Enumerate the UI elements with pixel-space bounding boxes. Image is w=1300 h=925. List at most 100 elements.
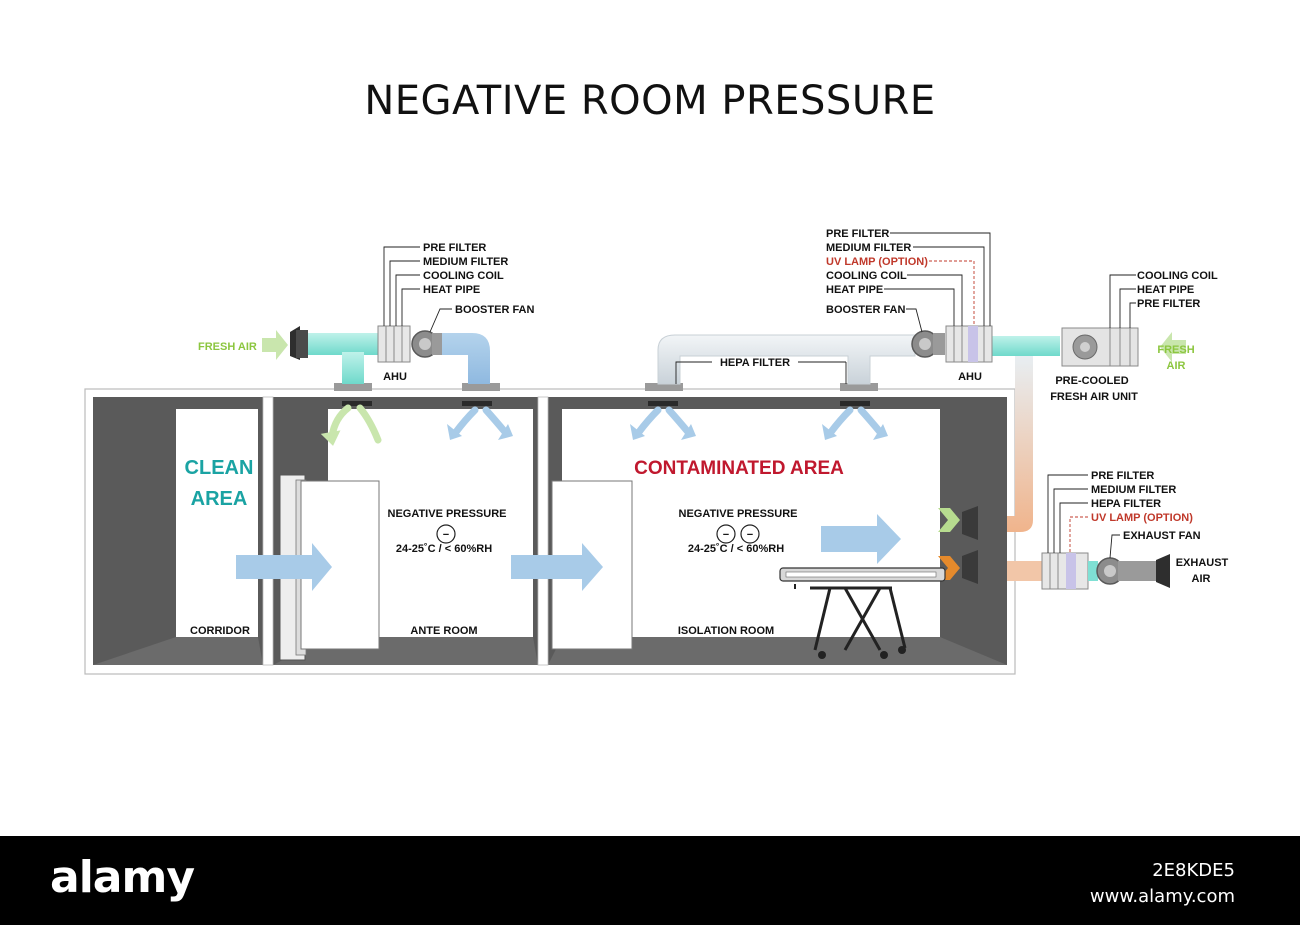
supply-arrow-ante-right <box>482 406 509 436</box>
exhaust-label-medium-filter: MEDIUM FILTER <box>1091 484 1176 496</box>
alamy-logo: alamy <box>50 852 195 903</box>
hepa-filter-label: HEPA FILTER <box>720 357 790 369</box>
fresh-air-label-right-2: AIR <box>1167 360 1186 372</box>
partition-wall-1 <box>262 396 274 666</box>
supply-arrow-iso2-right <box>857 406 884 436</box>
grille-2 <box>462 401 492 406</box>
contaminated-area-label: CONTAMINATED AREA <box>634 458 844 479</box>
diffuser-1 <box>334 383 372 391</box>
supply-arrow-iso2-left <box>827 406 854 436</box>
page-title: NEGATIVE ROOM PRESSURE <box>364 78 936 124</box>
patient-stretcher <box>779 567 946 659</box>
exhaust-label-hepa-filter: HEPA FILTER <box>1091 498 1161 510</box>
main-supply-duct-right <box>657 334 916 385</box>
precooled-label-heat-pipe: HEAT PIPE <box>1137 284 1194 296</box>
grille-3 <box>648 401 678 406</box>
grille-1 <box>342 401 372 406</box>
diffuser-4 <box>840 383 878 391</box>
exhaust-duct <box>1007 561 1047 581</box>
ahu-right-label-medium-filter: MEDIUM FILTER <box>826 242 911 254</box>
fresh-air-duct-right <box>990 336 1060 356</box>
fresh-air-intake-left <box>290 326 308 360</box>
ahu-left-label-medium-filter: MEDIUM FILTER <box>423 256 508 268</box>
isolation-pressure-label: NEGATIVE PRESSURE <box>679 508 798 520</box>
diffuser-2 <box>462 383 500 391</box>
ahu-left-label-pre-filter: PRE FILTER <box>423 242 486 254</box>
precooled-unit-name-1: PRE-COOLED <box>1055 375 1128 387</box>
exhaust-label-pre-filter: PRE FILTER <box>1091 470 1154 482</box>
ahu-right-label-heat-pipe: HEAT PIPE <box>826 284 883 296</box>
exhaust-fan <box>1096 557 1156 585</box>
fresh-air-label-right-1: FRESH <box>1157 344 1194 356</box>
precooled-unit-name-2: FRESH AIR UNIT <box>1050 391 1138 403</box>
corridor-label: CORRIDOR <box>190 625 250 637</box>
supply-air-arrows <box>320 404 888 446</box>
minus-icon <box>436 524 456 544</box>
minus-sign: − <box>747 529 753 541</box>
fresh-air-arrow-left <box>262 330 288 360</box>
return-air-arrow-right <box>356 404 382 444</box>
ahu-left-label-heat-pipe: HEAT PIPE <box>423 284 480 296</box>
ductwork <box>300 333 1060 581</box>
exhaust-air-label-2: AIR <box>1192 573 1211 585</box>
corridor-floor <box>93 637 263 665</box>
fresh-air-arrow-right <box>1160 332 1186 362</box>
ahu-right-booster-fan-label: BOOSTER FAN <box>826 304 906 316</box>
exhaust-unit <box>1041 552 1098 590</box>
airflow-arrow-corridor <box>236 543 332 591</box>
precooled-fresh-air-unit <box>1061 327 1139 367</box>
ante-room-label: ANTE ROOM <box>410 625 477 637</box>
ahu-left-booster-fan-label: BOOSTER FAN <box>455 304 535 316</box>
ahu-right-label-cooling-coil: COOLING COIL <box>826 270 907 282</box>
image-id: 2E8KDE5 <box>1152 860 1235 881</box>
negative-pressure-diagram: PRE FILTER MEDIUM FILTER COOLING COIL HE… <box>84 228 1229 675</box>
minus-icon <box>740 524 760 544</box>
fresh-air-duct-left <box>300 333 382 355</box>
ahu-left-leaders <box>383 246 452 333</box>
exhaust-fan-label: EXHAUST FAN <box>1123 530 1201 542</box>
supply-arrow-iso1-left <box>635 406 662 436</box>
diffuser-3 <box>645 383 683 391</box>
exhaust-riser <box>1007 356 1033 532</box>
watermark-footer: alamy 2E8KDE5 www.alamy.com <box>0 836 1300 925</box>
precooled-label-cooling-coil: COOLING COIL <box>1137 270 1218 282</box>
drop-duct-left <box>342 352 364 384</box>
airflow-arrow-isolation <box>821 514 901 564</box>
exhaust-air-label-1: EXHAUST <box>1176 557 1229 569</box>
corridor-back-wall <box>176 409 258 637</box>
exhaust-arrow-green <box>938 508 960 532</box>
airflow-arrow-ante <box>511 543 603 591</box>
supply-duct-left <box>440 333 490 384</box>
minus-sign: − <box>443 529 449 541</box>
supply-arrow-iso1-right <box>665 406 692 436</box>
minus-sign: − <box>723 529 729 541</box>
footer-url: www.alamy.com <box>1089 886 1235 907</box>
ahu-left-label-cooling-coil: COOLING COIL <box>423 270 504 282</box>
ahu-right <box>945 325 993 363</box>
airflow-arrows <box>236 514 901 591</box>
ahu-right-label-pre-filter: PRE FILTER <box>826 228 889 240</box>
ahu-right-label-uv-lamp: UV LAMP (OPTION) <box>826 256 928 268</box>
booster-fan-right <box>911 330 945 358</box>
ante-pressure-label: NEGATIVE PRESSURE <box>388 508 507 520</box>
ahu-right-unit-label: AHU <box>958 371 982 383</box>
exhaust-unit-leaders <box>1047 474 1120 559</box>
precooled-label-pre-filter: PRE FILTER <box>1137 298 1200 310</box>
ante-conditions-label: 24-25˚C / < 60%RH <box>396 543 492 555</box>
diffusers <box>334 383 878 406</box>
minus-icon <box>716 524 736 544</box>
clean-area-label-1: CLEAN <box>185 457 254 479</box>
exhaust-outlet <box>1156 554 1170 588</box>
clean-area-label-2: AREA <box>191 488 248 510</box>
precooled-unit-leaders <box>1109 274 1136 328</box>
isolation-room-label: ISOLATION ROOM <box>678 625 774 637</box>
supply-arrow-ante-left <box>452 406 479 436</box>
isolation-room-floor <box>548 637 1007 665</box>
grille-4 <box>840 401 870 406</box>
booster-fan-left <box>411 330 442 358</box>
fresh-air-label-left: FRESH AIR <box>198 341 257 353</box>
ahu-right-leaders <box>675 232 991 384</box>
ahu-left-unit-label: AHU <box>383 371 407 383</box>
partition-wall-2 <box>537 396 549 666</box>
exhaust-label-uv-lamp: UV LAMP (OPTION) <box>1091 512 1193 524</box>
